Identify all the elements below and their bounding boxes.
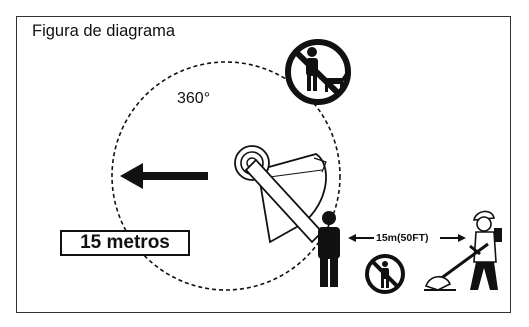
diagram-frame bbox=[16, 16, 511, 313]
bystander-person-icon bbox=[318, 211, 340, 287]
rotation-angle-label: 360° bbox=[177, 90, 211, 107]
no-people-and-pets-icon bbox=[285, 39, 351, 105]
operator-with-trimmer-icon bbox=[424, 210, 502, 291]
distance-label-box: 15 metros bbox=[60, 230, 190, 256]
trimmer-guard-icon bbox=[234, 145, 327, 244]
danger-zone-circle bbox=[111, 61, 341, 291]
safe-distance-label: 15m(50FT) bbox=[376, 232, 429, 244]
direction-arrow-icon bbox=[120, 163, 208, 189]
diagram-title: Figura de diagrama bbox=[32, 22, 176, 40]
no-people-icon bbox=[365, 254, 405, 294]
distance-arrow bbox=[348, 234, 466, 242]
